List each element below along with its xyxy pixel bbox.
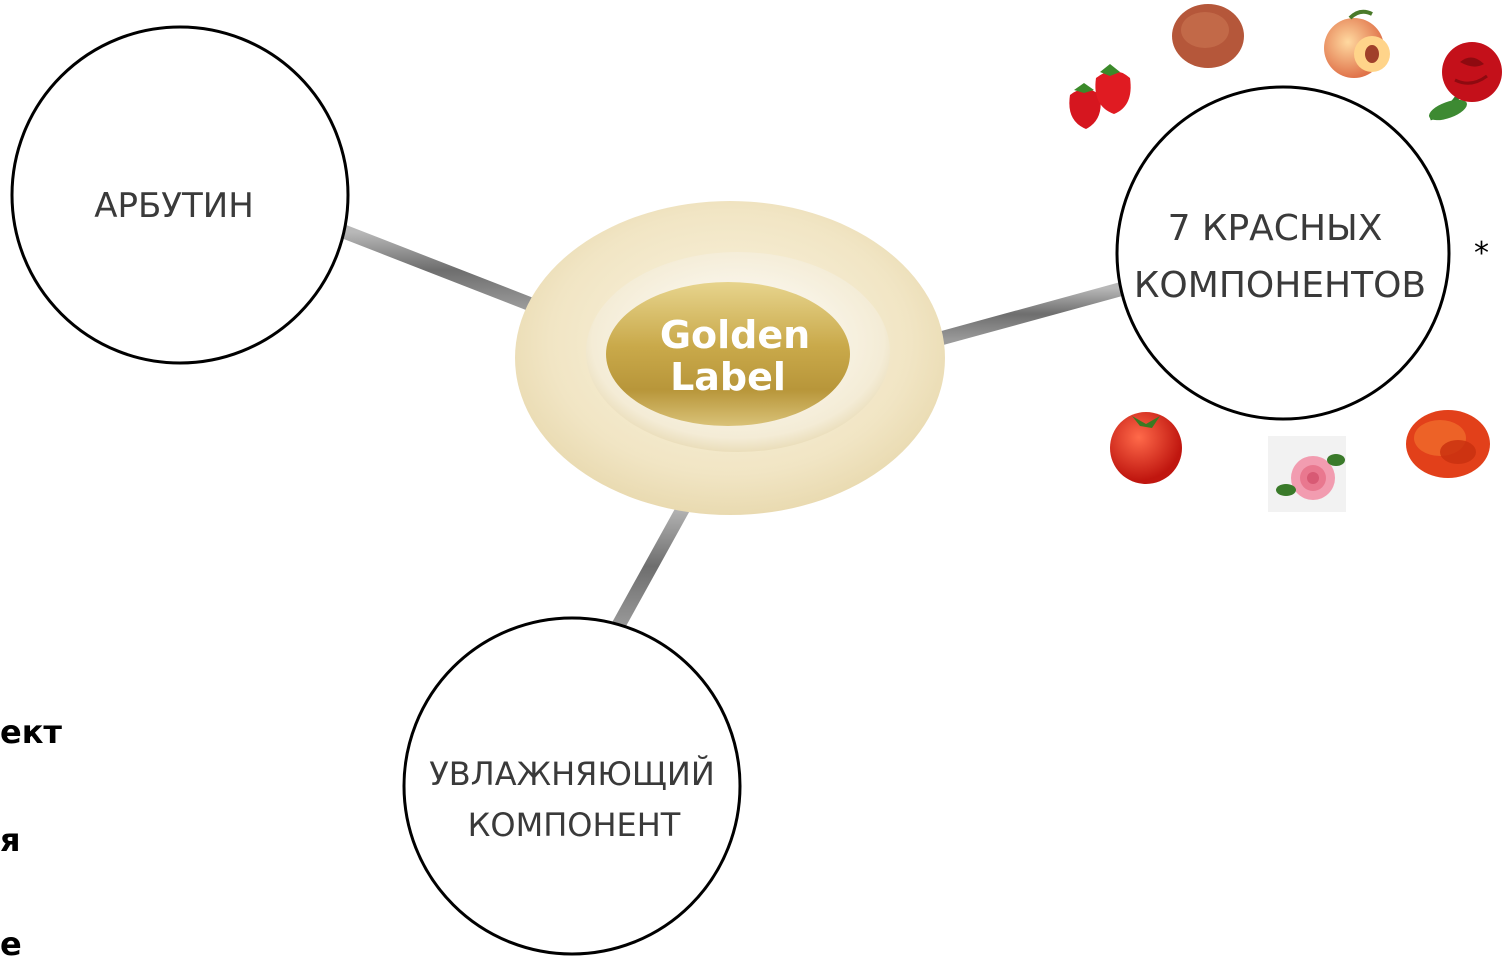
node-moisturizing: УВЛАЖНЯЮЩИЙ КОМПОНЕНТ: [402, 616, 742, 956]
connector-red-components: [928, 281, 1132, 347]
node-red-components-line2: КОМПОНЕНТОВ: [1134, 265, 1426, 306]
tomato-icon: [1110, 412, 1182, 484]
center-gold-disc: [606, 282, 850, 426]
side-text-line-3: е: [0, 925, 22, 963]
connectors: [338, 225, 1132, 635]
footnote-marker: *: [1474, 236, 1489, 271]
node-moisturizing-line2: КОМПОНЕНТ: [468, 806, 681, 844]
node-arbutin-label: АРБУТИН: [94, 186, 254, 226]
center-label-line1: Golden: [660, 313, 810, 357]
strawberry-icon: [1069, 64, 1131, 129]
center-label-line2: Label: [670, 355, 786, 399]
spice-powder-icon: [1172, 4, 1244, 68]
node-arbutin: АРБУТИН: [10, 25, 350, 365]
ingredient-icons: [1069, 4, 1502, 512]
connector-moisturizing: [610, 498, 692, 635]
side-text-line-1: ект: [0, 713, 62, 751]
node-moisturizing-line1: УВЛАЖНЯЮЩИЙ: [429, 755, 715, 793]
node-red-components: 7 КРАСНЫХ КОМПОНЕНТОВ: [1115, 85, 1451, 421]
peach-icon: [1324, 9, 1390, 78]
connector-arbutin: [338, 225, 547, 315]
saffron-icon: [1406, 410, 1490, 478]
camellia-icon: [1268, 436, 1346, 512]
rose-icon: [1429, 42, 1502, 121]
side-text-line-2: я: [0, 821, 21, 859]
center-golden-label: Golden Label: [515, 201, 945, 515]
node-red-components-line1: 7 КРАСНЫХ: [1168, 208, 1383, 249]
